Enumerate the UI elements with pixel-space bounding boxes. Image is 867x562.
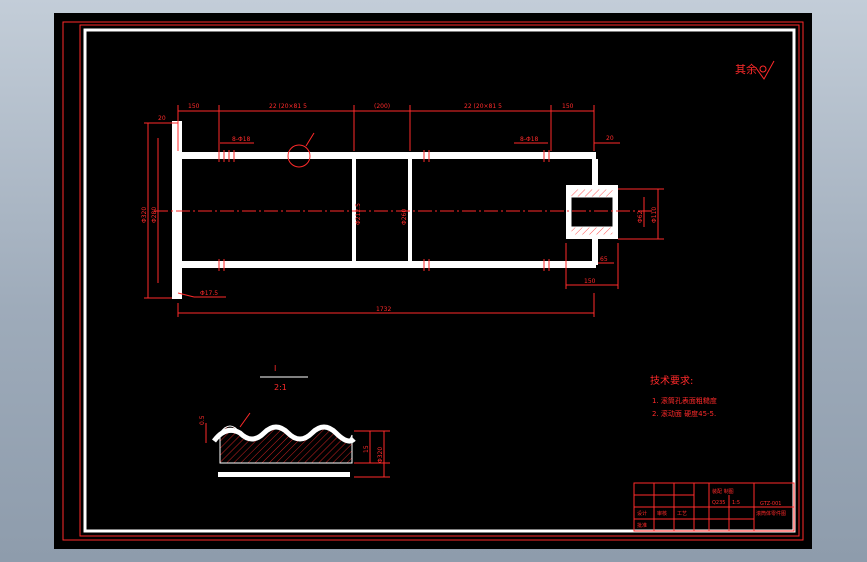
dim-center-a: Φ212.5	[355, 203, 362, 225]
left-diameter-dims	[144, 122, 172, 299]
chamfer-note: Φ17.5	[200, 290, 218, 297]
overall-length-dim	[177, 293, 595, 317]
title-company: 装配 制图	[712, 488, 734, 495]
title-scale: 1:5	[732, 500, 740, 506]
dim-hub-len: 150	[584, 278, 596, 285]
dim-right-flange: 20	[606, 135, 614, 142]
detail-scale: 2:1	[274, 383, 287, 392]
inner-frame	[79, 24, 800, 537]
hub-dims	[565, 188, 664, 289]
dim-knurl-right: 22 (20×81 5	[464, 103, 502, 110]
tech-req-title: 技术要求:	[650, 374, 693, 387]
roller-body	[176, 122, 596, 298]
dim-hub-small: Φ62	[637, 210, 644, 223]
title-row-1: 设计	[637, 510, 647, 517]
shell-wall	[172, 121, 596, 299]
dim-inner-left: Φ280	[151, 207, 158, 223]
dim-top-right: 150	[562, 103, 574, 110]
detail-dim-2: 15	[363, 445, 370, 453]
drawing-viewport[interactable]: 其余	[54, 13, 812, 549]
detail-dims	[205, 412, 390, 478]
detail-circle	[287, 144, 311, 168]
detail-dim-1: 0.5	[199, 415, 206, 425]
dim-outer-left: Φ320	[141, 207, 148, 223]
roughness-note: 其余	[735, 62, 757, 76]
title-row-2: 审核	[657, 510, 667, 517]
roughness-symbol-icon	[755, 60, 775, 80]
dim-top-left: 150	[188, 103, 200, 110]
title-row-3: 工艺	[677, 511, 687, 517]
tech-req-item-1: 1. 滚筒孔表面粗糙度	[652, 396, 717, 405]
dim-center-span: (200)	[374, 103, 390, 110]
detail-dim-3: Φ320	[377, 447, 384, 463]
tech-req-item-2: 2. 滚动面 硬度45-5.	[652, 409, 716, 418]
hole-note-left: 8-Φ18	[232, 136, 251, 143]
cad-drawing: 其余	[62, 21, 804, 541]
detail-profile	[212, 424, 356, 477]
title-row-4: 批准	[637, 522, 647, 529]
title-block	[633, 482, 795, 532]
title-part-name: 滚筒体零件图	[756, 510, 786, 517]
top-dimensions	[177, 105, 595, 151]
title-drawing-no: GTZ-001	[760, 501, 781, 507]
hole-note-right: 8-Φ18	[520, 136, 539, 143]
outer-frame	[62, 21, 804, 541]
dim-left-flange: 20	[158, 115, 166, 122]
chamfer-leader	[177, 292, 226, 298]
dim-hub-large: Φ110	[651, 207, 658, 223]
dim-overall: 1732	[376, 306, 391, 313]
detail-label: I	[274, 364, 276, 373]
dim-hub-height: 65	[600, 256, 608, 263]
white-border	[83, 28, 796, 533]
title-material: Q235	[712, 500, 725, 506]
dim-knurl-left: 22 (20×81 5	[269, 103, 307, 110]
dim-center-b: Φ260	[401, 209, 408, 225]
right-hub	[566, 159, 618, 265]
knurl-ticks	[218, 150, 550, 271]
